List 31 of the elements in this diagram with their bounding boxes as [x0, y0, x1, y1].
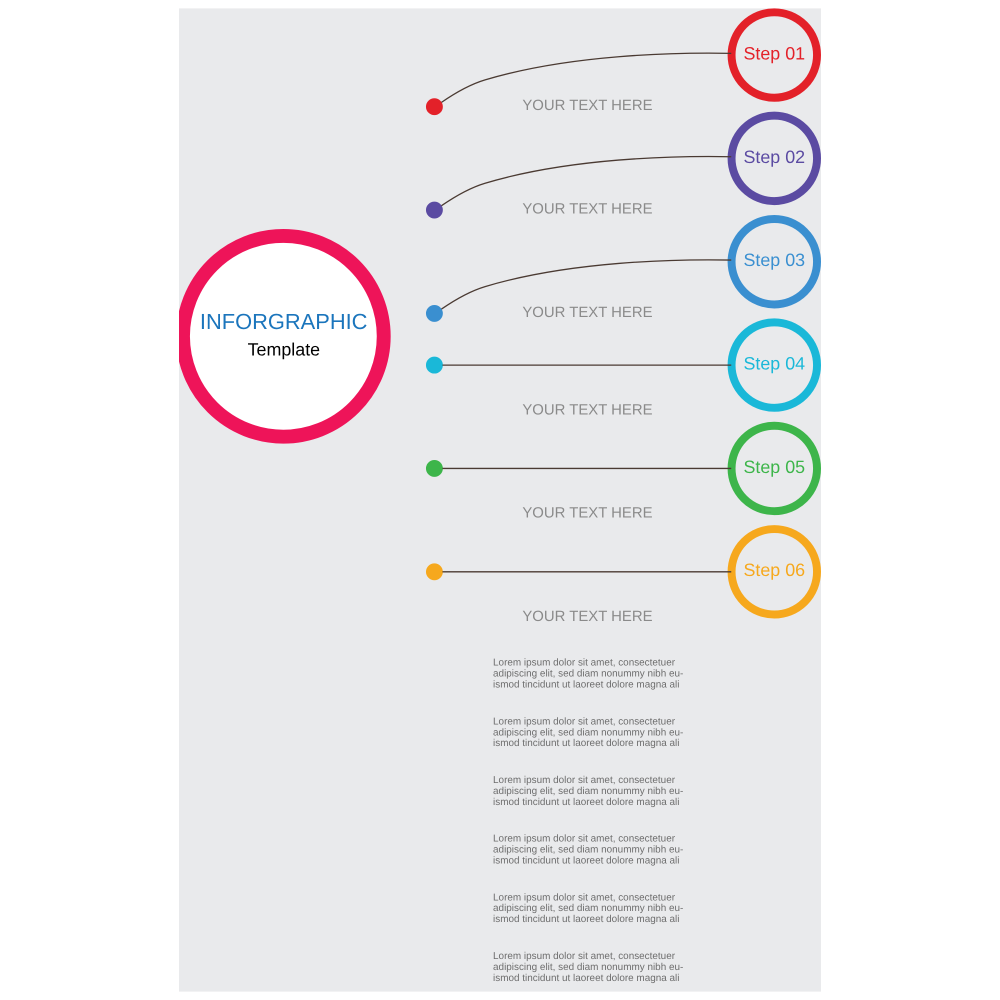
label: YOUR TEXT HERE — [522, 402, 653, 418]
connector — [441, 156, 732, 206]
node-circle: Step 02 — [728, 112, 821, 206]
connector — [442, 571, 732, 572]
node-circle: Step 05 — [728, 422, 821, 516]
label: Lorem ipsum dolor sit amet, consectetuer adipiscing elit, sed diam nonummy nibh eu- ismod tincidunt ut laoreet dolore magna ali — [493, 716, 684, 750]
label: YOUR TEXT HERE — [522, 506, 653, 522]
label: YOUR TEXT HERE — [522, 98, 653, 114]
connector — [441, 259, 732, 310]
connector — [442, 364, 732, 366]
connector — [441, 52, 732, 103]
label: Lorem ipsum dolor sit amet, consectetuer adipiscing elit, sed diam nonummy nibh eu- ismod tincidunt ut laoreet dolore magna ali — [493, 658, 684, 691]
label: Lorem ipsum dolor sit amet, consectetuer adipiscing elit, sed diam nonummy nibh eu- ismod tincidunt ut laoreet dolore magna ali — [493, 834, 684, 866]
label: YOUR TEXT HERE — [522, 608, 653, 625]
label: Lorem ipsum dolor sit amet, consectetuer adipiscing elit, sed diam nonummy nibh eu- ismod tincidunt ut laoreet dolore magna ali — [493, 774, 684, 808]
node-circle: Step 06 — [728, 525, 821, 618]
connector — [442, 468, 732, 470]
label: YOUR TEXT HERE — [522, 202, 653, 218]
node-circle: Step 01 — [728, 8, 821, 102]
node-circle — [426, 563, 443, 580]
label: YOUR TEXT HERE — [522, 304, 653, 321]
node-circle — [426, 460, 443, 477]
node-circle — [426, 356, 443, 374]
node-circle: INFORGRAPHIC Template — [179, 228, 391, 444]
node-circle: Step 03 — [728, 215, 821, 308]
label: Lorem ipsum dolor sit amet, consectetuer adipiscing elit, sed diam nonummy nibh eu- ismod tincidunt ut laoreet dolore magna ali — [493, 892, 684, 926]
label: Lorem ipsum dolor sit amet, consectetuer adipiscing elit, sed diam nonummy nibh eu- ismod tincidunt ut laoreet dolore magna ali — [493, 950, 684, 984]
node-circle — [426, 98, 443, 116]
node-circle — [426, 202, 443, 218]
node-circle — [426, 304, 443, 322]
node-circle: Step 04 — [728, 318, 821, 412]
